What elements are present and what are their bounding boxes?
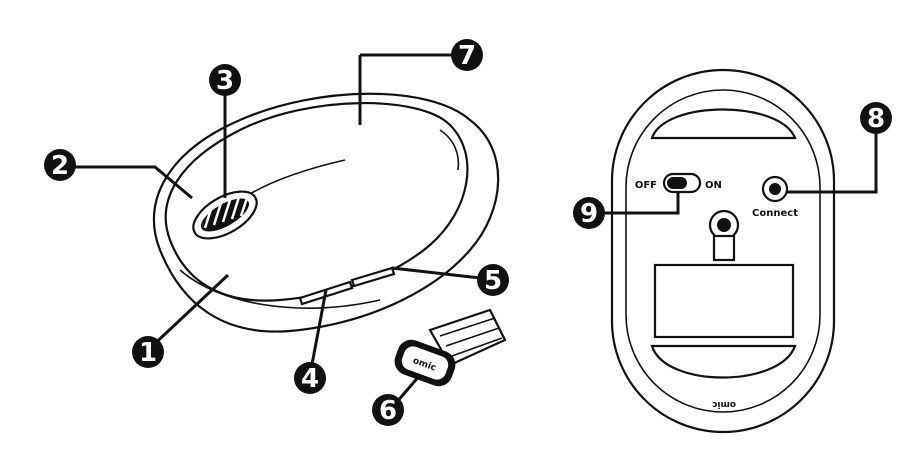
- callout-5-label: 5: [484, 266, 502, 296]
- usb-receiver: omic: [394, 308, 507, 387]
- callout-7-label: 7: [458, 41, 476, 71]
- bottom-inner-edge: [625, 89, 821, 413]
- callout-1-label: 1: [139, 338, 157, 368]
- switch-off-label: OFF: [635, 180, 657, 191]
- leader-lines: [75, 53, 878, 411]
- optical-sensor: [708, 209, 740, 262]
- leader-8: [787, 120, 878, 194]
- bottom-skate: [650, 344, 797, 379]
- callout-5: 5: [477, 264, 509, 296]
- mouse-bottom-view: OFF ON Connect omic: [610, 68, 836, 434]
- callout-3: 3: [209, 64, 241, 96]
- power-switch: OFF ON: [635, 172, 722, 194]
- callout-6-label: 6: [379, 396, 397, 426]
- leader-9: [602, 192, 680, 215]
- callout-4-label: 4: [301, 364, 319, 394]
- battery-cover: [653, 263, 795, 339]
- switch-on-label: ON: [705, 180, 722, 191]
- shell-edge-line: [179, 269, 381, 309]
- callout-8-label: 8: [867, 104, 885, 134]
- leader-2: [75, 165, 193, 200]
- callout-4: 4: [294, 362, 326, 394]
- callout-6: 6: [372, 394, 404, 426]
- leader-5: [391, 266, 481, 280]
- bottom-brand-mark: omic: [712, 399, 736, 409]
- scroll-wheel: [192, 190, 258, 240]
- callout-3-label: 3: [216, 66, 234, 96]
- callout-1: 1: [132, 336, 164, 368]
- callout-9: 9: [573, 197, 605, 229]
- callout-2: 2: [44, 149, 76, 181]
- top-skate: [650, 108, 797, 140]
- callout-8: 8: [860, 102, 892, 134]
- callout-7: 7: [451, 39, 483, 71]
- leader-1: [146, 273, 230, 352]
- leader-4: [308, 289, 328, 376]
- callout-2-label: 2: [51, 151, 69, 181]
- side-edge-line: [439, 129, 460, 171]
- connect-button: Connect: [752, 175, 798, 219]
- callout-9-label: 9: [580, 199, 598, 229]
- connect-label: Connect: [752, 208, 798, 219]
- mouse-top-view: [152, 92, 500, 333]
- mouse-top-cover: [164, 102, 469, 302]
